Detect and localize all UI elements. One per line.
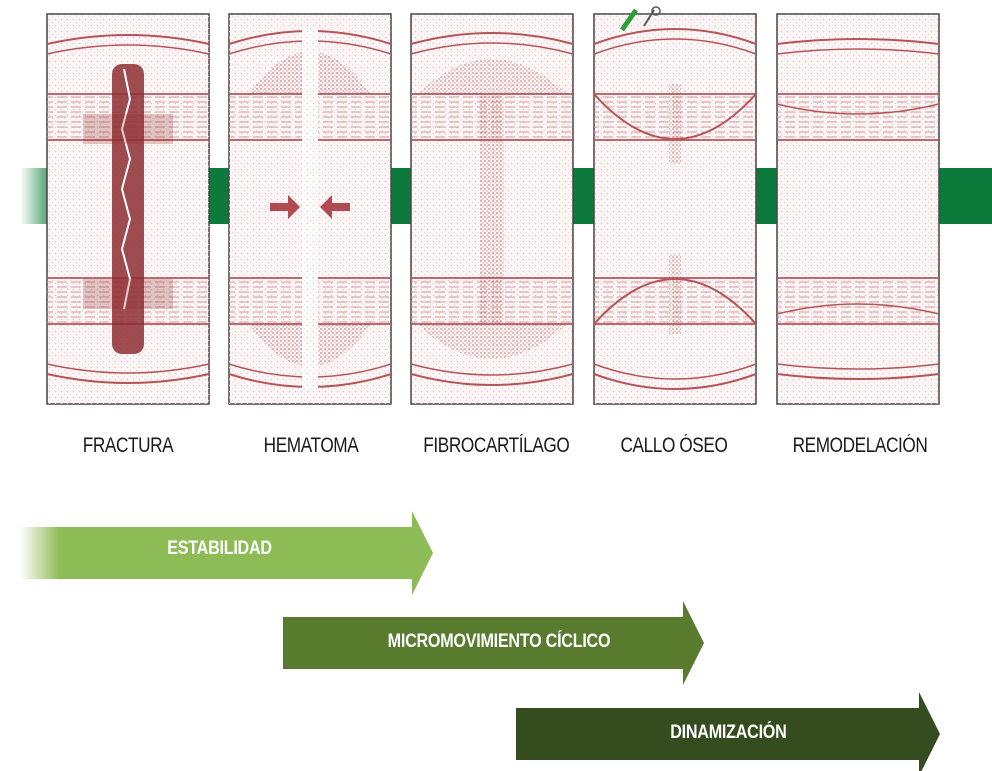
stage-panel-hematoma [229,14,391,404]
phase-arrow-fade [20,527,60,579]
stage-label-callo-oseo: CALLO ÓSEO [604,434,743,458]
phase-label-dinamizacion: DINAMIZACIÓN [670,722,786,744]
phase-label-estabilidad: ESTABILIDAD [167,538,272,560]
stage-panel-callo [594,14,756,404]
stage-label-fibrocartilago: FIBROCARTÍLAGO [423,434,562,458]
stage-panel-fractura [47,14,209,404]
stage-label-hematoma: HEMATOMA [241,434,380,458]
stage-panel-fibrocartilago [411,14,573,404]
stage-label-remodelacion: REMODELACIÓN [790,434,929,458]
stage-label-fractura: FRACTURA [58,434,197,458]
stage-panel-remodelacion [777,14,939,404]
phase-label-micromovimiento: MICROMOVIMIENTO CÍCLICO [388,631,611,653]
